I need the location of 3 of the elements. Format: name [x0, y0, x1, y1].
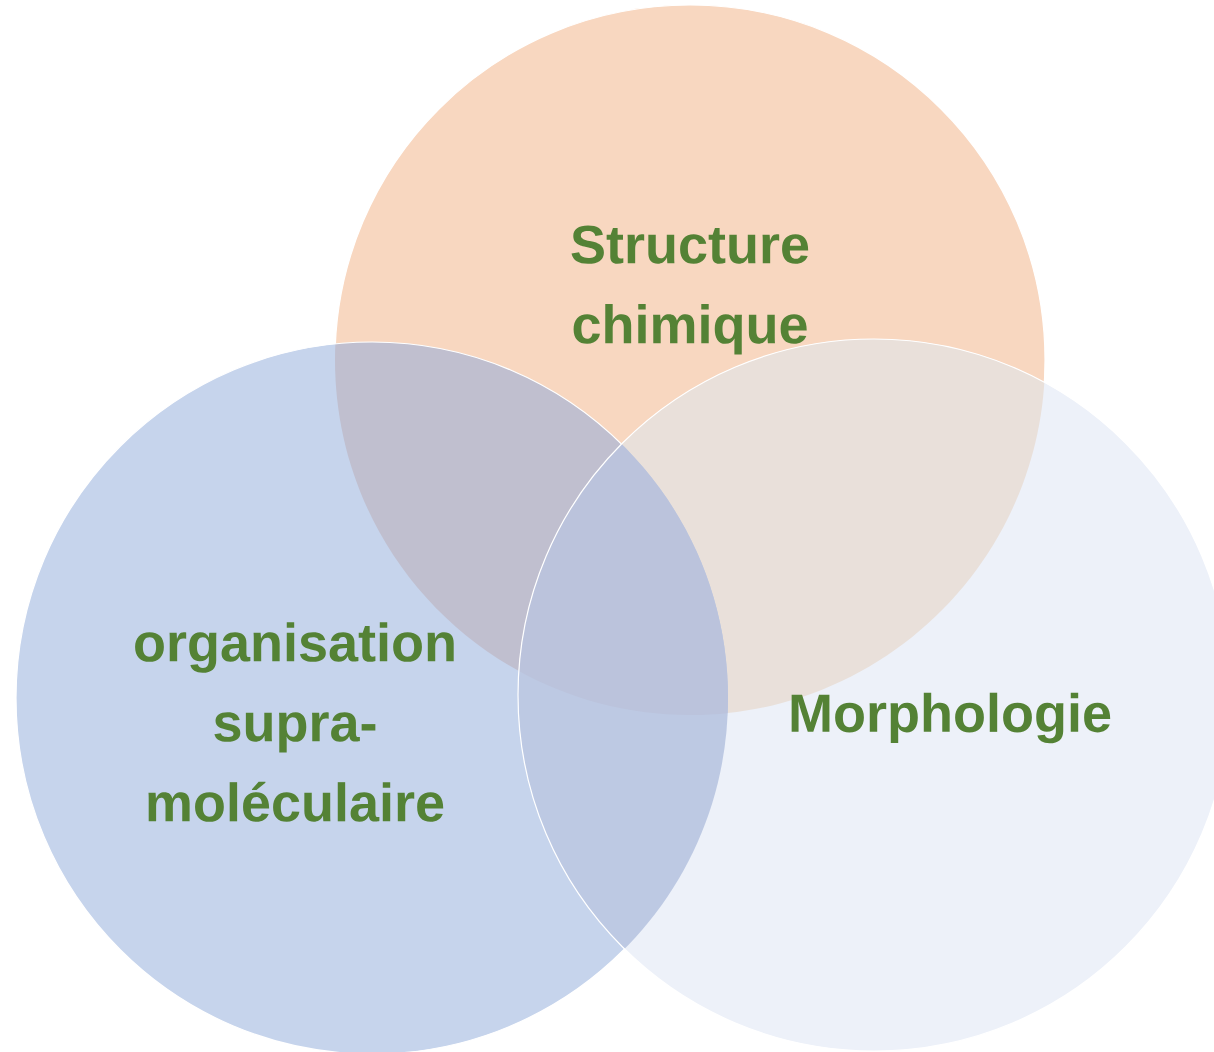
- circle-label: Structure chimique: [571, 225, 809, 355]
- circle-label: Morphologie: [791, 692, 1111, 744]
- circle-label: organisation supra-moléculaire: [135, 622, 454, 822]
